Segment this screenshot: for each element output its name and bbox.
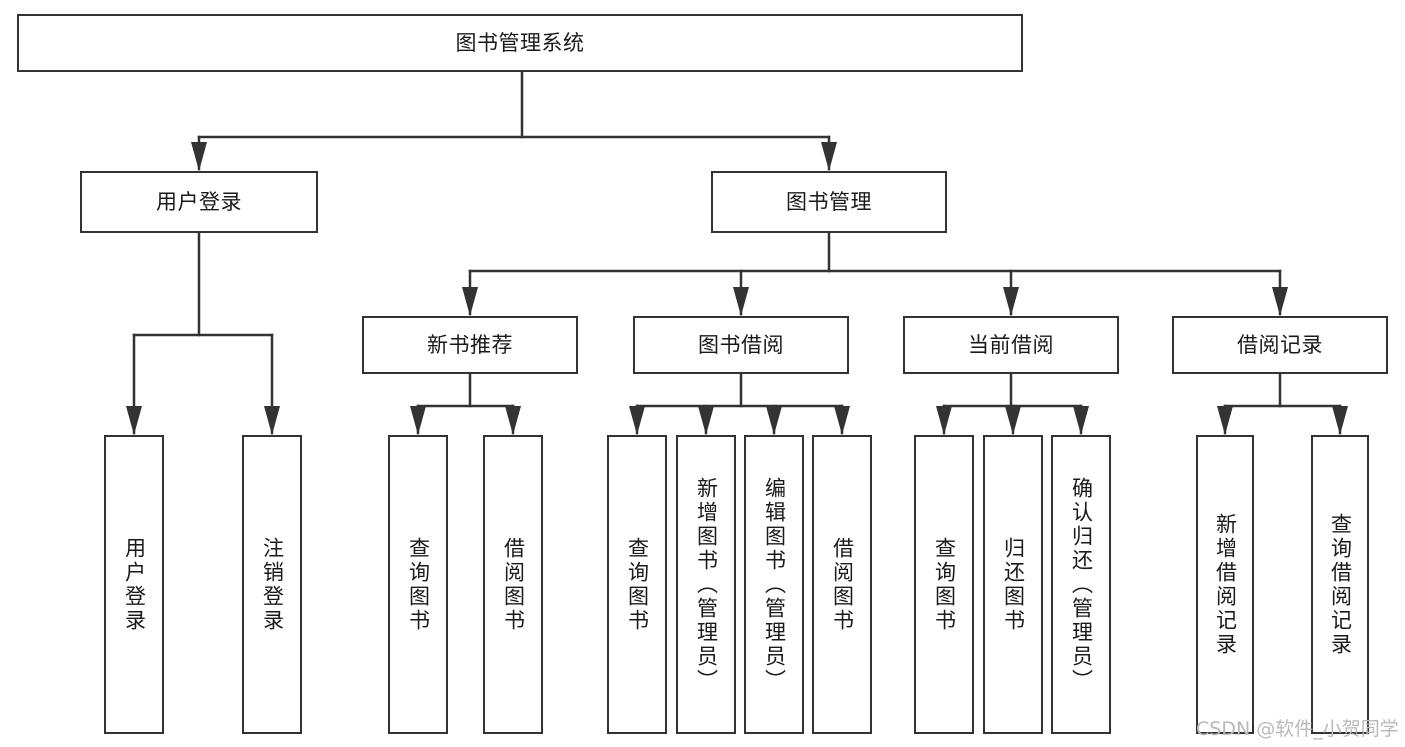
node-label-new-book-rec: 新书推荐 [427, 332, 513, 357]
node-leaf-return-book[interactable]: 归还图书 [983, 435, 1043, 734]
rec-bus-arrowhead-0 [410, 406, 426, 435]
node-book-manage[interactable]: 图书管理 [711, 171, 947, 233]
node-label-leaf-user-logout: 注销登录 [260, 536, 285, 633]
manage-bus-arrowhead-1 [733, 287, 749, 316]
node-label-leaf-query-record: 查询借阅记录 [1328, 512, 1353, 657]
node-label-leaf-query-book-1: 查询图书 [406, 536, 431, 633]
current-bus-arrowhead-2 [1073, 406, 1089, 435]
node-leaf-add-record[interactable]: 新增借阅记录 [1196, 435, 1254, 734]
login-bus-arrowhead-1 [264, 406, 280, 435]
borrow-bus-arrowhead-0 [629, 406, 645, 435]
node-new-book-rec[interactable]: 新书推荐 [362, 316, 578, 374]
manage-bus-arrowhead-0 [462, 287, 478, 316]
node-leaf-confirm-return[interactable]: 确认归还（管理员） [1051, 435, 1111, 734]
node-leaf-query-record[interactable]: 查询借阅记录 [1311, 435, 1369, 734]
node-label-leaf-confirm-return: 确认归还（管理员） [1069, 476, 1094, 693]
node-current-borrow[interactable]: 当前借阅 [903, 316, 1119, 374]
node-leaf-user-logout[interactable]: 注销登录 [242, 435, 302, 734]
node-label-user-login: 用户登录 [156, 189, 242, 214]
node-label-leaf-borrow-book-2: 借阅图书 [830, 536, 855, 633]
borrow-bus-arrowhead-3 [834, 406, 850, 435]
node-label-leaf-query-book-2: 查询图书 [625, 536, 650, 633]
node-label-leaf-add-record: 新增借阅记录 [1213, 512, 1238, 657]
root-bus-arrowhead-0 [191, 142, 207, 171]
current-bus-arrowhead-0 [936, 406, 952, 435]
record-bus-arrowhead-0 [1217, 406, 1233, 435]
node-label-leaf-borrow-book-1: 借阅图书 [501, 536, 526, 633]
node-label-leaf-return-book: 归还图书 [1001, 536, 1026, 633]
node-leaf-add-book[interactable]: 新增图书（管理员） [676, 435, 736, 734]
login-bus-arrowhead-0 [126, 406, 142, 435]
node-label-leaf-edit-book: 编辑图书（管理员） [762, 476, 787, 693]
record-bus-arrowhead-1 [1332, 406, 1348, 435]
node-label-root: 图书管理系统 [455, 30, 585, 55]
node-label-leaf-add-book: 新增图书（管理员） [694, 476, 719, 693]
current-bus-arrowhead-1 [1005, 406, 1021, 435]
node-leaf-query-book-1[interactable]: 查询图书 [388, 435, 448, 734]
borrow-bus-arrowhead-1 [698, 406, 714, 435]
node-label-leaf-user-login: 用户登录 [122, 536, 147, 633]
node-root[interactable]: 图书管理系统 [17, 14, 1023, 72]
node-label-current-borrow: 当前借阅 [968, 332, 1054, 357]
node-leaf-borrow-book-2[interactable]: 借阅图书 [812, 435, 872, 734]
node-leaf-query-book-3[interactable]: 查询图书 [914, 435, 974, 734]
manage-bus-arrowhead-2 [1003, 287, 1019, 316]
root-bus-arrowhead-1 [821, 142, 837, 171]
node-label-leaf-query-book-3: 查询图书 [932, 536, 957, 633]
node-leaf-edit-book[interactable]: 编辑图书（管理员） [744, 435, 804, 734]
node-leaf-query-book-2[interactable]: 查询图书 [607, 435, 667, 734]
borrow-bus-arrowhead-2 [766, 406, 782, 435]
node-book-borrow[interactable]: 图书借阅 [633, 316, 849, 374]
manage-bus-arrowhead-3 [1272, 287, 1288, 316]
node-borrow-record[interactable]: 借阅记录 [1172, 316, 1388, 374]
node-leaf-user-login[interactable]: 用户登录 [104, 435, 164, 734]
rec-bus-arrowhead-1 [505, 406, 521, 435]
node-label-book-manage: 图书管理 [786, 189, 872, 214]
node-leaf-borrow-book-1[interactable]: 借阅图书 [483, 435, 543, 734]
node-user-login[interactable]: 用户登录 [80, 171, 318, 233]
node-label-book-borrow: 图书借阅 [698, 332, 784, 357]
node-label-borrow-record: 借阅记录 [1237, 332, 1323, 357]
